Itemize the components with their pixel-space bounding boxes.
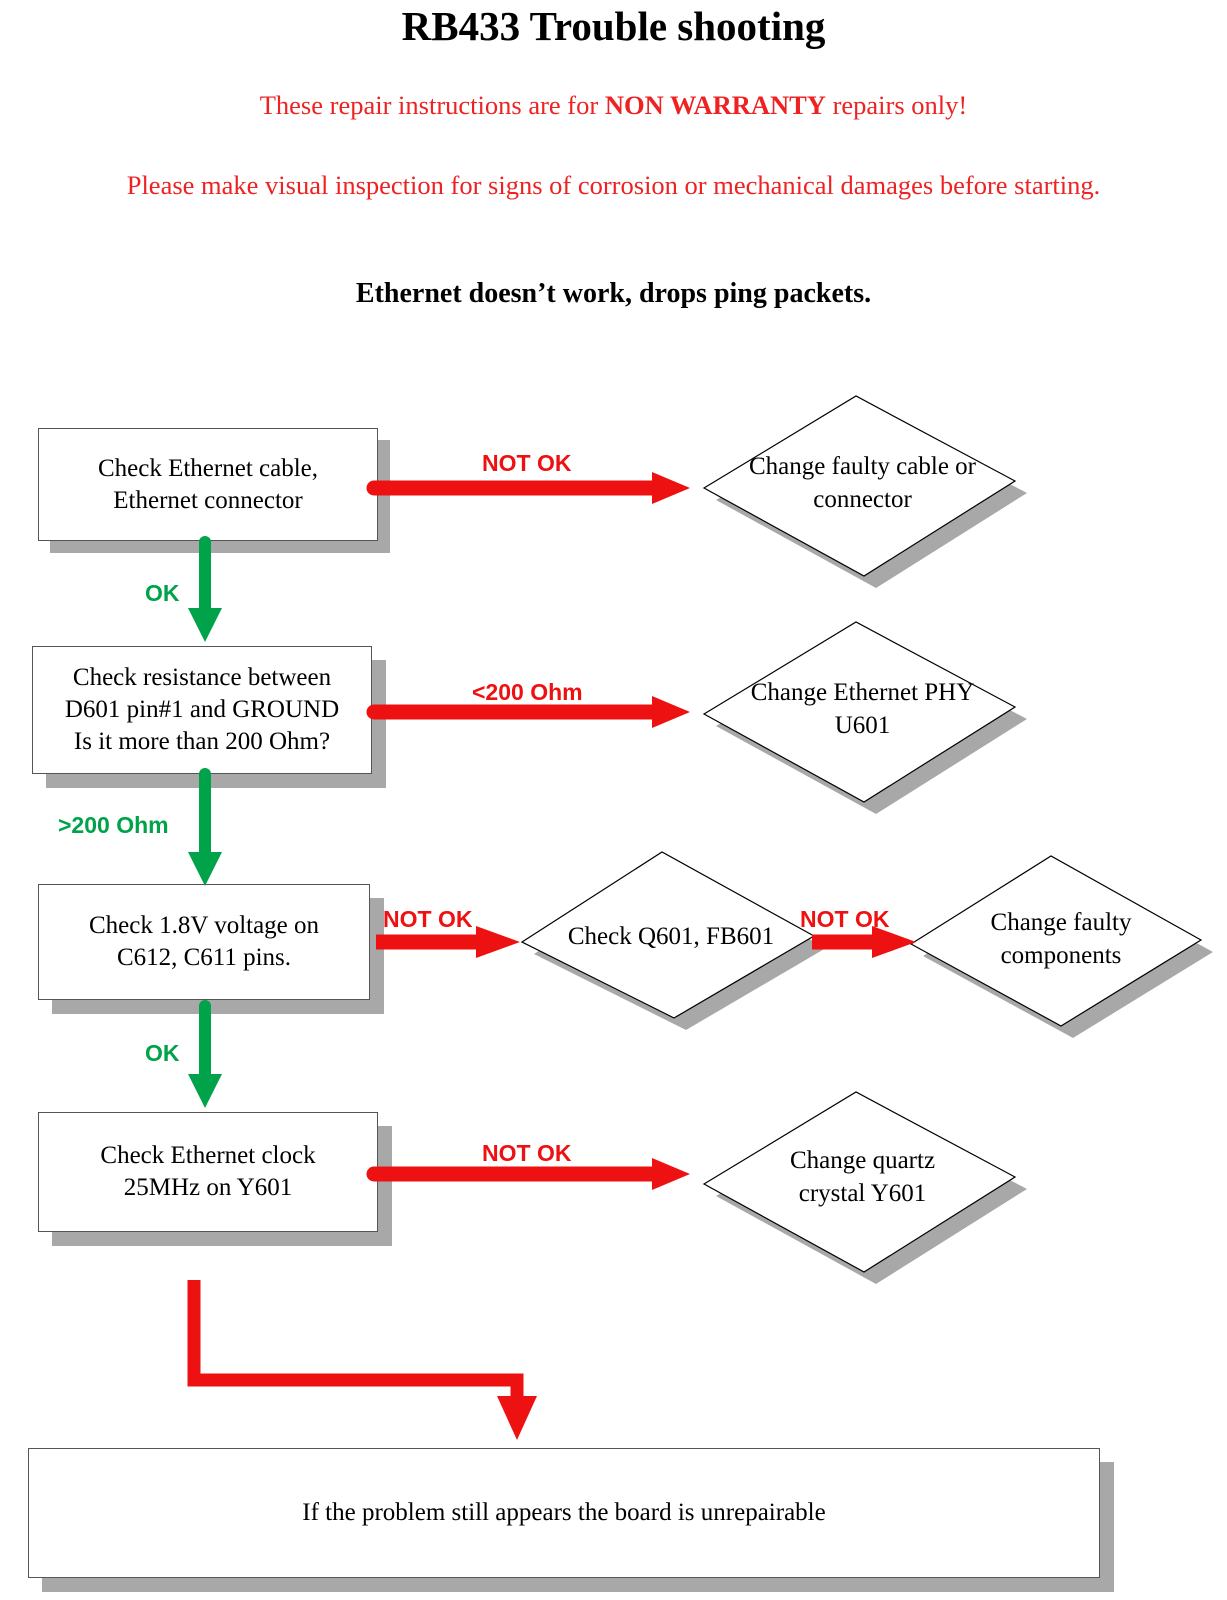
edge-label-not-ok-2: NOT OK	[383, 906, 473, 932]
edge-label-not-ok-3: NOT OK	[800, 906, 890, 932]
diamond-change-faulty-components: Change faulty components	[895, 846, 1227, 1046]
arrow-not-ok-2	[376, 926, 520, 958]
warning-non-warranty: These repair instructions are for NON WA…	[0, 88, 1227, 122]
diamond-change-faulty-cable: Change faulty cable or connector	[690, 388, 1035, 593]
box-line-1: Check Ethernet clock	[100, 1142, 316, 1169]
box-check-resistance: Check resistance between D601 pin#1 and …	[32, 646, 372, 774]
arrow-less-200-ohm	[366, 696, 690, 728]
box-line-1: Check 1.8V voltage on	[88, 912, 320, 939]
diamond-change-ethernet-phy: Change Ethernet PHY U601	[690, 614, 1035, 819]
warning-text-pre: These repair instructions are for	[259, 90, 605, 120]
box-line-2: D601 pin#1 and GROUND	[64, 696, 340, 723]
arrow-ok-1	[188, 536, 222, 642]
warning-visual-inspection: Please make visual inspection for signs …	[126, 170, 1101, 200]
arrow-not-ok-1	[366, 472, 690, 504]
box-check-1v8: Check 1.8V voltage on C612, C611 pins.	[38, 884, 370, 1000]
box-board-unrepairable: If the problem still appears the board i…	[28, 1448, 1100, 1578]
diamond-change-quartz-crystal: Change quartz crystal Y601	[690, 1084, 1035, 1289]
box-line-1: Check resistance between	[72, 664, 332, 691]
box-line-1: Check Ethernet cable,	[97, 454, 319, 482]
arrow-more-200-ohm	[188, 768, 222, 886]
edge-label-not-ok-4: NOT OK	[482, 1140, 572, 1166]
edge-label-less-200-ohm: <200 Ohm	[472, 679, 583, 705]
arrow-ok-2	[188, 1000, 222, 1108]
page-title: RB433 Trouble shooting	[401, 3, 826, 49]
box-check-ethernet-cable: Check Ethernet cable, Ethernet connector	[38, 428, 378, 541]
box-line-2: Ethernet connector	[113, 486, 303, 514]
edge-label-more-200-ohm: >200 Ohm	[58, 812, 169, 838]
box-line-2: C612, C611 pins.	[116, 944, 292, 971]
box-line-3: Is it more than 200 Ohm?	[73, 728, 331, 755]
warning-text-post: repairs only!	[825, 90, 968, 120]
warning-text-strong: NON WARRANTY	[604, 90, 826, 120]
edge-label-ok-2: OK	[145, 1040, 180, 1066]
diamond-check-q601-fb601: Check Q601, FB601	[506, 844, 836, 1034]
subject-heading: Ethernet doesn’t work, drops ping packet…	[355, 278, 872, 309]
box-check-ethernet-clock: Check Ethernet clock 25MHz on Y601	[38, 1112, 378, 1232]
terminal-text: If the problem still appears the board i…	[302, 1499, 826, 1526]
edge-label-not-ok-1: NOT OK	[482, 450, 572, 476]
edge-label-ok-1: OK	[145, 580, 180, 606]
arrow-not-ok-4	[366, 1158, 690, 1190]
arrow-not-ok-3	[812, 926, 916, 958]
box-line-2: 25MHz on Y601	[123, 1174, 293, 1201]
arrow-to-terminal	[187, 1280, 537, 1440]
